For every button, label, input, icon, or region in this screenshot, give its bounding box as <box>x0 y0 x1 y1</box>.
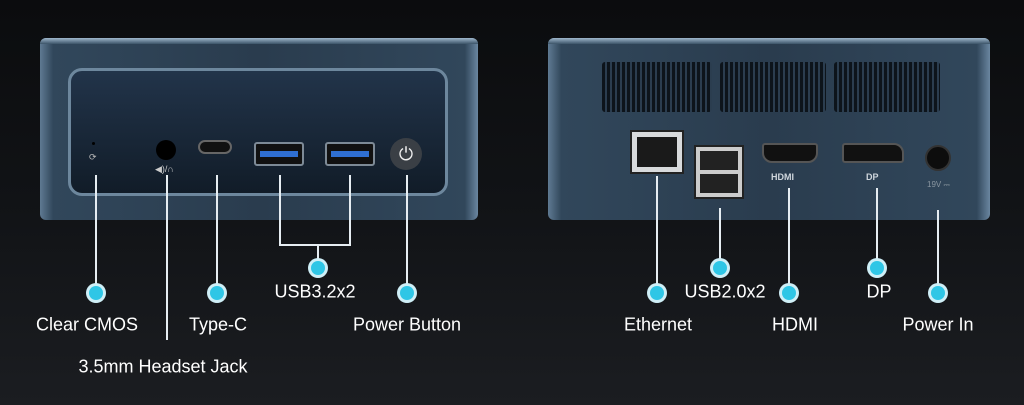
callout-dot <box>782 286 796 300</box>
clear-cmos-hole <box>92 142 95 145</box>
mini-pc-front <box>40 38 478 220</box>
callout-line <box>95 175 97 293</box>
callout-line <box>349 175 351 245</box>
label-usb32: USB3.2x2 <box>274 281 356 302</box>
callout-dot <box>870 261 884 275</box>
callout-line <box>937 210 939 293</box>
label-power-in: Power In <box>902 314 974 335</box>
dp-marking: DP <box>866 172 879 182</box>
label-headset-jack: 3.5mm Headset Jack <box>78 356 248 377</box>
usb32-port <box>254 142 304 166</box>
headset-jack-port <box>156 140 176 160</box>
label-ethernet: Ethernet <box>623 314 693 335</box>
power-icon: ⏻ <box>390 138 422 170</box>
callout-line <box>876 188 878 268</box>
vent <box>720 62 826 112</box>
vent <box>602 62 712 112</box>
label-power-button: Power Button <box>352 314 462 335</box>
power-marking: 19V ⎓ <box>927 180 950 189</box>
callout-dot <box>650 286 664 300</box>
callout-dot <box>931 286 945 300</box>
headset-icon: ◀)/∩ <box>155 164 174 174</box>
reset-icon: ⟳ <box>89 152 97 162</box>
callout-line <box>656 176 658 293</box>
ethernet-port <box>630 130 684 174</box>
callout-line <box>719 208 721 268</box>
callout-line <box>216 175 218 293</box>
dp-port <box>842 143 904 163</box>
label-usb20: USB2.0x2 <box>684 281 766 302</box>
front-panel <box>68 68 448 196</box>
vent <box>834 62 940 112</box>
callout-line <box>279 175 281 245</box>
callout-dot <box>400 286 414 300</box>
callout-line <box>788 188 790 293</box>
type-c-port <box>198 140 232 154</box>
callout-dot <box>210 286 224 300</box>
usb20-port <box>694 145 744 199</box>
callout-line <box>166 175 168 340</box>
label-hdmi: HDMI <box>772 314 818 335</box>
label-type-c: Type-C <box>188 314 248 335</box>
label-clear-cmos: Clear CMOS <box>35 314 139 335</box>
mini-pc-back <box>548 38 990 220</box>
hdmi-marking: HDMI <box>771 172 794 182</box>
callout-dot <box>713 261 727 275</box>
callout-line <box>279 244 351 246</box>
callout-line <box>317 244 319 268</box>
usb32-port <box>325 142 375 166</box>
callout-line <box>406 175 408 293</box>
label-dp: DP <box>866 281 892 302</box>
callout-dot <box>311 261 325 275</box>
hdmi-port <box>762 143 818 163</box>
dc-jack <box>925 145 951 171</box>
callout-dot <box>89 286 103 300</box>
